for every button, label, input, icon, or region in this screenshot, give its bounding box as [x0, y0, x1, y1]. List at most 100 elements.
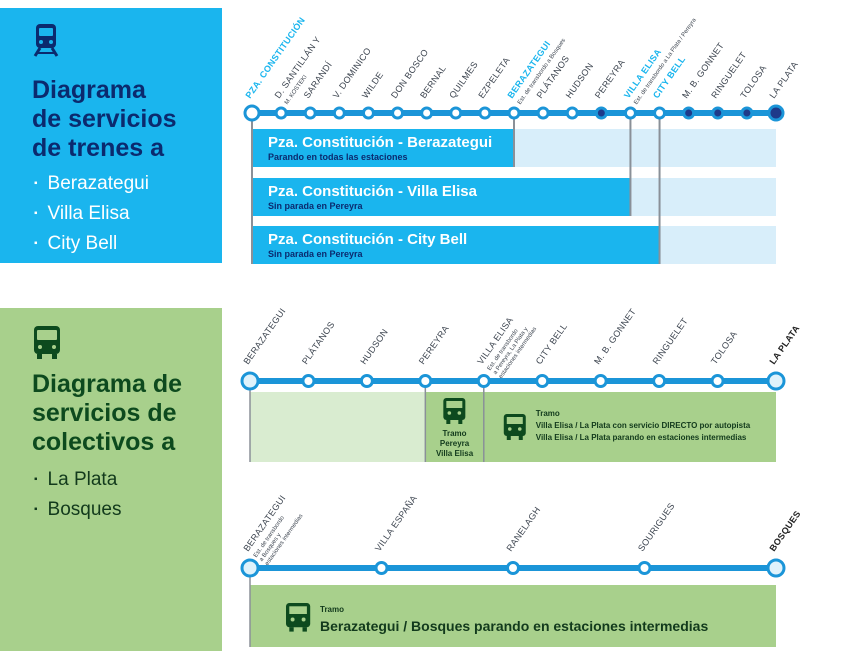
- station-name: BERNAL: [418, 63, 448, 100]
- title-line: de trenes a: [32, 134, 165, 162]
- train-destinations: Berazategui Villa Elisa City Bell: [34, 170, 149, 260]
- bus-icon-part: [446, 401, 463, 408]
- bus-panel-title: Diagrama de servicios de colectivos a: [32, 370, 182, 457]
- station-label: BERNAL: [418, 63, 448, 100]
- bus-bar-la-plata: [483, 392, 776, 462]
- station-label: M. B. GONNET: [592, 307, 638, 367]
- station-label: CITY BELL: [534, 321, 569, 366]
- station-name: VILLA ESPAÑA: [373, 493, 419, 553]
- station-name: M. B. GONNET: [592, 307, 638, 367]
- station-name: PLÁTANOS: [300, 320, 337, 366]
- station-dot: [274, 106, 288, 120]
- tramo-line: Berazategui / Bosques parando en estacio…: [320, 618, 708, 634]
- service-subtitle: Parando en todas las estaciones: [268, 152, 408, 162]
- station-dot: [637, 561, 652, 575]
- station-dot: [478, 106, 492, 120]
- bus-icon-part: [447, 411, 452, 415]
- station-dot: [332, 106, 346, 120]
- station-label: QUILMES: [447, 60, 480, 101]
- tramo-line: Villa Elisa: [436, 449, 474, 458]
- bus-icon-part: [518, 436, 523, 440]
- station-dot: [766, 371, 786, 391]
- station-dot: [710, 374, 725, 388]
- destination-item: Bosques: [34, 496, 122, 526]
- station-dot: [565, 106, 579, 120]
- station-dot: [240, 371, 260, 391]
- service-subtitle: Sin parada en Pereyra: [268, 201, 364, 211]
- destination-item: Berazategui: [34, 170, 149, 200]
- bus-icon-part: [507, 427, 512, 431]
- station-dot: [374, 561, 389, 575]
- station-label: RANELAGH: [504, 505, 542, 553]
- station-dot: [653, 106, 667, 120]
- bus-icon-part: [517, 427, 522, 431]
- station-dot: [767, 104, 785, 122]
- station-name: BOSQUES: [767, 509, 802, 553]
- station-name: QUILMES: [447, 60, 480, 101]
- station-dot: [535, 374, 550, 388]
- bus-icon: [503, 414, 526, 440]
- station-dot: [594, 106, 608, 120]
- bus-destinations: La Plata Bosques: [34, 466, 122, 526]
- station-name: CITY BELL: [534, 321, 569, 366]
- destination-item: Villa Elisa: [34, 200, 149, 230]
- train-panel-title: Diagrama de servicios de trenes a: [32, 76, 177, 163]
- station-dot: [536, 106, 550, 120]
- title-line: servicios de: [32, 399, 177, 427]
- destination-item: City Bell: [34, 230, 149, 260]
- station-name: HUDSON: [358, 327, 390, 366]
- station-label: RINGUELET: [651, 316, 690, 366]
- service-bar: [252, 178, 631, 216]
- service-subtitle: Sin parada en Pereyra: [268, 249, 364, 259]
- station-label: LA PLATA: [767, 60, 800, 101]
- station-dot: [766, 558, 786, 578]
- station-name: PEREYRA: [417, 323, 451, 366]
- station-name: SOURIGUES: [636, 501, 677, 553]
- bus-row-bg: [250, 392, 426, 462]
- station-dot: [420, 106, 434, 120]
- tramo-line: Pereyra: [440, 439, 470, 448]
- bus-icon-part: [289, 627, 294, 632]
- service-bar: [252, 129, 514, 167]
- bus-icon-part: [506, 417, 523, 424]
- title-line: de servicios: [32, 105, 177, 133]
- station-dot: [476, 374, 491, 388]
- station-label: VILLA ESPAÑA: [373, 493, 419, 553]
- station-dot: [506, 561, 520, 575]
- bus-panel: Diagrama de servicios de colectivos a La…: [0, 308, 222, 651]
- station-dot: [623, 106, 637, 120]
- tramo-label: Tramo: [536, 409, 560, 418]
- tramo-line: Villa Elisa / La Plata con servicio DIRE…: [536, 421, 751, 430]
- tramo-label: Tramo: [443, 429, 467, 438]
- service-title: Pza. Constitución - Berazategui: [268, 134, 492, 151]
- station-label: PLÁTANOS: [300, 320, 337, 366]
- station-dot: [682, 106, 696, 120]
- station-name: LA PLATA: [767, 60, 800, 101]
- station-name: WILDE: [360, 70, 385, 100]
- station-dot: [711, 106, 725, 120]
- station-dot: [391, 106, 405, 120]
- bus-icon: [34, 326, 60, 359]
- station-label: BERAZATEGUI: [241, 306, 287, 366]
- bus-icon-part: [301, 617, 306, 622]
- bus-icon-part: [289, 606, 307, 614]
- station-name: TOLOSA: [738, 63, 768, 100]
- bus-icon-part: [457, 411, 462, 415]
- station-label: WILDE: [360, 70, 385, 100]
- station-name: RINGUELET: [651, 316, 690, 366]
- station-dot: [243, 104, 261, 122]
- station-dot: [361, 106, 375, 120]
- station-dot: [303, 106, 317, 120]
- station-dot: [418, 374, 433, 388]
- service-title: Pza. Constitución - City Bell: [268, 231, 467, 248]
- station-name: HUDSON: [564, 61, 596, 100]
- station-dot: [652, 374, 667, 388]
- station-label: SOURIGUES: [636, 501, 677, 553]
- station-name: BERAZATEGUI: [241, 306, 287, 366]
- station-name: LA PLATA: [767, 323, 801, 366]
- train-icon: [33, 24, 59, 57]
- bus-icon-part: [290, 617, 295, 622]
